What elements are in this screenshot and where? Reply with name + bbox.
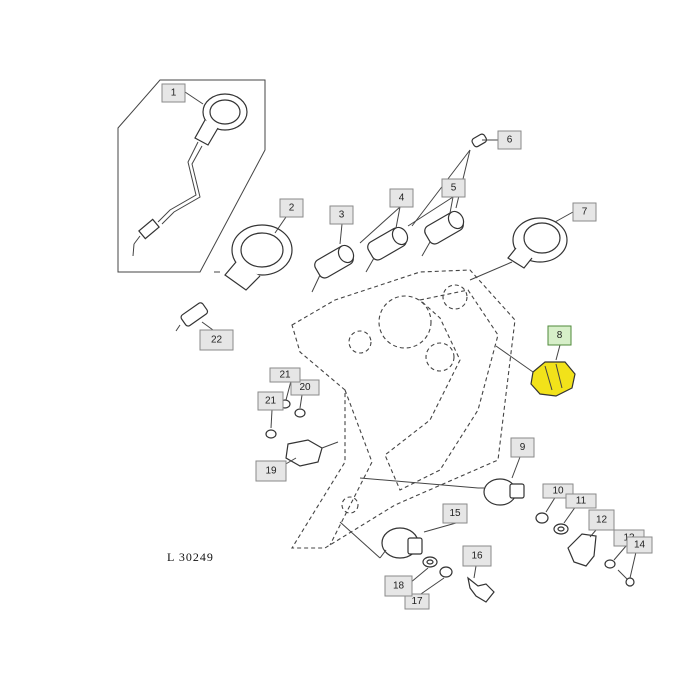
callout: 11: [565, 493, 597, 509]
part-5-lamp-holder: [421, 210, 465, 257]
part-10-nut: [535, 512, 549, 524]
part-1-gauge-with-cable: [132, 93, 248, 257]
part-18-washer: [422, 556, 438, 568]
svg-text:9: 9: [520, 442, 526, 453]
callout: 17: [404, 593, 430, 610]
part-6-bulb: [471, 133, 488, 148]
svg-text:12: 12: [596, 515, 608, 526]
svg-text:20: 20: [299, 382, 311, 393]
inset-frame: [117, 79, 266, 273]
svg-text:22: 22: [211, 335, 223, 346]
part-11-washer: [553, 523, 569, 535]
part-13-washer: [604, 559, 616, 569]
svg-text:8: 8: [557, 330, 563, 341]
part-4-lamp-holder: [365, 226, 409, 273]
part-22-sender: [175, 302, 209, 332]
callout: 20: [290, 379, 320, 396]
callout: 3: [329, 205, 354, 225]
callout: 8: [547, 325, 572, 346]
svg-text:2: 2: [289, 203, 295, 214]
svg-text:4: 4: [399, 193, 405, 204]
callout: 12: [588, 509, 615, 531]
callout: 7: [572, 202, 597, 222]
svg-text:15: 15: [449, 508, 461, 519]
callout: 1: [161, 83, 186, 103]
svg-text:3: 3: [339, 210, 345, 221]
part-20-nut: [294, 408, 306, 418]
callout: 15: [442, 503, 468, 524]
svg-text:6: 6: [507, 135, 513, 146]
callout: 19: [255, 460, 287, 482]
instrument-panel: [291, 269, 516, 549]
callout: 4: [389, 188, 414, 208]
svg-text:17: 17: [411, 596, 423, 607]
part-8-knob-highlighted: [530, 361, 576, 397]
callout: 22: [199, 329, 234, 351]
callout: 9: [510, 437, 535, 458]
callout: 5: [441, 178, 466, 198]
svg-text:16: 16: [471, 551, 483, 562]
svg-text:11: 11: [576, 496, 587, 507]
callout: 6: [497, 130, 522, 150]
svg-text:1: 1: [171, 88, 177, 99]
svg-text:21: 21: [279, 370, 291, 381]
leader-lines: [184, 91, 637, 597]
part-17-nut: [439, 566, 453, 578]
callout: 14: [626, 536, 653, 554]
part-12-knob: [567, 533, 597, 567]
svg-text:21: 21: [265, 396, 277, 407]
callout: 21: [257, 391, 284, 411]
callout: 21: [269, 367, 301, 383]
drawing-id-label: L 30249: [167, 550, 214, 564]
svg-text:14: 14: [634, 540, 646, 551]
svg-text:18: 18: [393, 581, 405, 592]
callout: 18: [384, 575, 413, 597]
part-16-key: [467, 576, 495, 603]
part-19-switch-bracket: [285, 439, 339, 467]
part-9-switch: [478, 478, 525, 506]
svg-text:19: 19: [265, 466, 277, 477]
svg-text:5: 5: [451, 183, 457, 194]
part-7-gauge: [507, 217, 568, 269]
callout: 16: [462, 545, 492, 567]
part-2-gauge: [214, 224, 293, 291]
svg-text:7: 7: [582, 207, 588, 218]
callout: 2: [279, 198, 304, 218]
part-15-ignition-switch: [379, 527, 423, 559]
svg-text:10: 10: [552, 486, 564, 497]
part-3-lamp-holder: [311, 244, 355, 293]
